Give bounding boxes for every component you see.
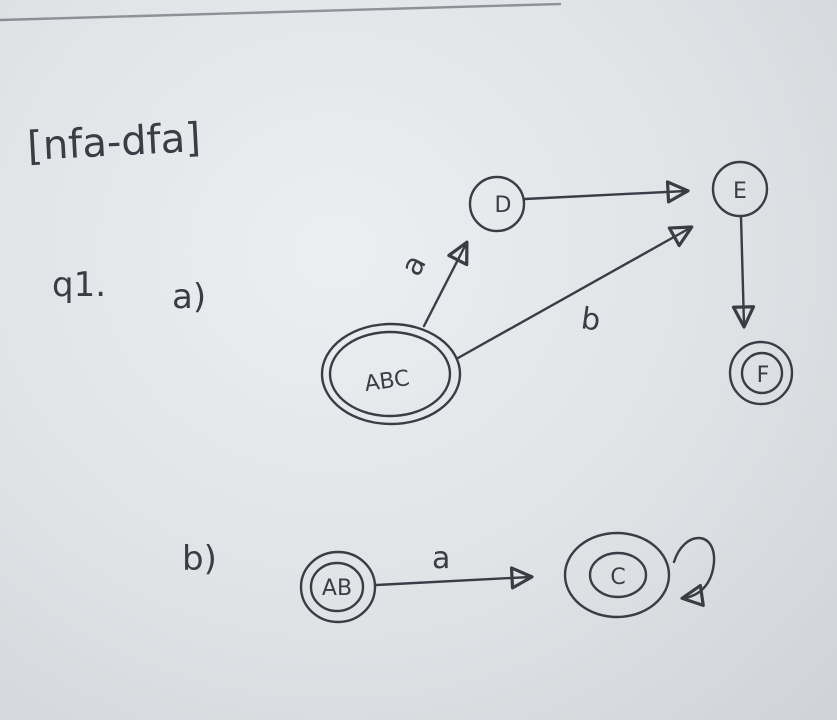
state-abc: ABC: [320, 322, 462, 426]
edge-abc-to-e: [456, 225, 694, 360]
state-c: C: [563, 531, 671, 619]
state-e-label: E: [733, 179, 747, 204]
state-d-label: D: [495, 193, 512, 218]
edge-abc-to-d: [422, 240, 469, 328]
state-ab: AB: [299, 550, 377, 624]
edge-ab-to-c-label: a: [432, 541, 450, 576]
self-loop-c: [672, 536, 716, 607]
edge-ab-to-c: [374, 566, 534, 590]
edge-d-to-e: [523, 180, 690, 204]
state-e: E: [711, 160, 769, 218]
state-c-label: C: [610, 565, 625, 590]
ruled-line: [0, 2, 562, 22]
page-title: [nfa-dfa]: [26, 115, 202, 170]
part-b-label: b): [182, 539, 217, 579]
question-label: q1.: [52, 265, 106, 305]
state-d: D: [468, 175, 526, 233]
state-ab-label: AB: [322, 576, 352, 601]
edge-e-to-f: [731, 215, 756, 329]
edge-abc-to-d-label: a: [394, 249, 434, 282]
edge-abc-to-e-label: b: [579, 301, 603, 338]
state-f: F: [728, 340, 794, 406]
state-f-label: F: [757, 363, 770, 388]
part-a-label: a): [172, 277, 206, 317]
state-abc-label: ABC: [363, 366, 411, 397]
